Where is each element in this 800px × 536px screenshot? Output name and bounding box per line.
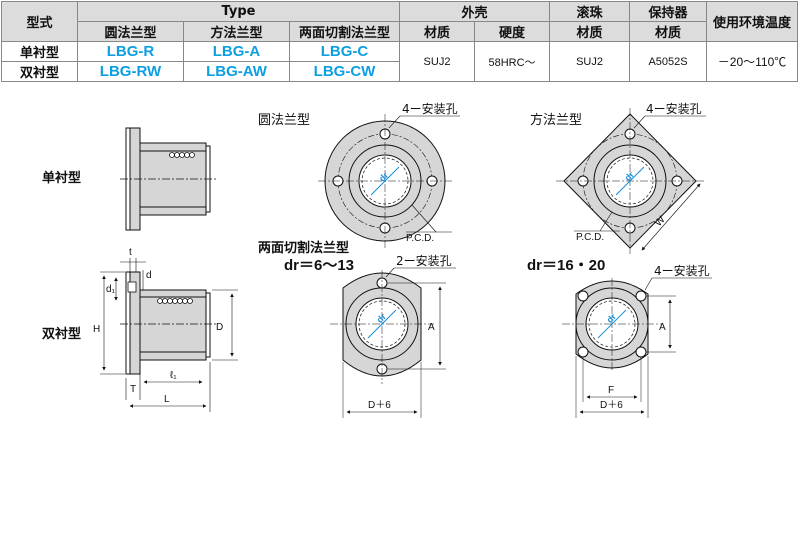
temperature: －20～110℃ [706, 41, 799, 82]
dim-d1: d₁ [106, 284, 116, 295]
dim-A-large: A [659, 322, 666, 333]
outer-material: SUJ2 [399, 41, 475, 82]
header-retainer-material: 材质 [629, 21, 708, 42]
dim-t: t [129, 247, 132, 258]
spec-table: 型式 Type 外壳 滚珠 保持器 使用环境温度 圆法兰型 方法兰型 两面切割法… [1, 1, 799, 82]
retainer-material: A5052S [629, 41, 708, 82]
cut-range-large: dr＝16・20 [527, 257, 605, 274]
square-flange-title: 方法兰型 [530, 112, 582, 128]
row-double-label: 双衬型 [1, 61, 78, 82]
dim-D6-small: D＋6 [368, 400, 391, 411]
dim-H: H [93, 324, 100, 335]
header-ball-material: 材质 [549, 21, 631, 42]
cut-flange-title: 两面切割法兰型 [258, 240, 349, 256]
dim-L: L [164, 394, 170, 405]
double-side-view: 双衬型 H d₁ t d D ℓ₁ [42, 247, 238, 412]
round-flange-view: 圆法兰型 dr 4ー安装孔 P.C.D. [258, 101, 460, 248]
header-ball: 滚珠 [549, 1, 631, 22]
dim-D6-large: D＋6 [600, 400, 623, 411]
type-single-square: LBG-A [183, 41, 290, 62]
header-round: 圆法兰型 [77, 21, 184, 42]
header-model: 型式 [1, 1, 78, 42]
outer-hardness: 58HRC～ [473, 41, 551, 82]
dim-D: D [216, 322, 223, 333]
header-type: Type [77, 1, 400, 22]
dim-d: d [146, 270, 152, 281]
dim-l1: ℓ₁ [170, 370, 177, 381]
round-holes-label: 4ー安装孔 [402, 101, 458, 116]
type-double-cut: LBG-CW [289, 61, 400, 82]
dim-F: F [608, 385, 614, 396]
header-outer: 外壳 [398, 1, 551, 22]
dim-A-small: A [428, 322, 435, 333]
cut-small-holes-label: 2ー安装孔 [396, 253, 452, 268]
ball-material: SUJ2 [549, 41, 631, 82]
round-pcd-label: P.C.D. [406, 233, 434, 244]
single-liner-label: 单衬型 [42, 170, 81, 186]
header-cut: 两面切割法兰型 [289, 21, 400, 42]
single-side-view: 单衬型 [42, 127, 218, 231]
cut-large-holes-label: 4ー安装孔 [654, 263, 710, 278]
square-pcd-label: P.C.D. [576, 232, 604, 243]
type-double-square: LBG-AW [183, 61, 290, 82]
header-temp: 使用环境温度 [706, 1, 799, 42]
cut-range-small: dr＝6～13 [284, 257, 354, 274]
type-double-round: LBG-RW [77, 61, 184, 82]
round-flange-title: 圆法兰型 [258, 113, 310, 128]
square-holes-label: 4ー安装孔 [646, 101, 702, 116]
square-flange-view: 方法兰型 dr 4ー安装孔 P.C.D. W [530, 101, 706, 254]
row-single-label: 单衬型 [1, 41, 78, 62]
double-liner-label: 双衬型 [42, 326, 81, 342]
cut-flange-small-view: 两面切割法兰型 dr＝6～13 dr 2ー安装孔 A D＋6 [258, 240, 456, 418]
dim-T: T [130, 384, 136, 395]
cut-flange-large-view: dr＝16・20 dr 4ー安装孔 A F D＋6 [527, 257, 712, 418]
header-outer-hardness: 硬度 [473, 21, 551, 42]
